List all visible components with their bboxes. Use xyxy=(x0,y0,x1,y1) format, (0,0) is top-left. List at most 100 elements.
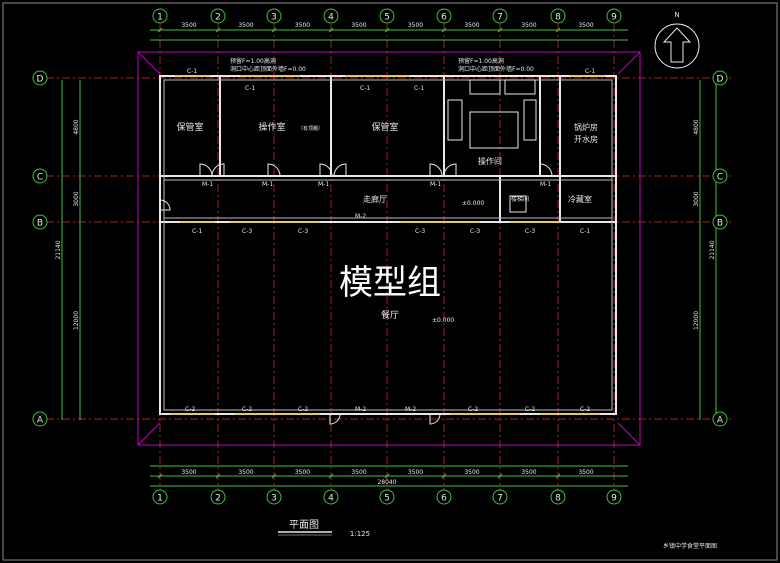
axis-label: A xyxy=(717,416,724,426)
dimension-tick xyxy=(497,27,503,33)
dimension-value: 3500 xyxy=(408,22,423,29)
axis-bubble xyxy=(492,489,508,505)
axis-label: 9 xyxy=(611,13,617,23)
dimension-tick xyxy=(271,473,277,479)
axis-bubble xyxy=(712,168,728,184)
dimension-value: 21140 xyxy=(709,240,716,259)
dimension-tick xyxy=(555,473,561,479)
axis-bubble xyxy=(210,8,226,24)
axis-bubble xyxy=(323,489,339,505)
dimension-tick xyxy=(555,27,561,33)
door-label: M-1 xyxy=(540,181,551,188)
window-label: C-1 xyxy=(585,68,595,75)
window-label: C-1 xyxy=(245,85,255,92)
note-label: 洞口中心距顶面外墙F=0.00 xyxy=(458,65,534,73)
axis-label: 5 xyxy=(384,13,390,23)
dimension-value: 3500 xyxy=(521,469,536,476)
dimension-tick xyxy=(384,473,390,479)
window-label: C-1 xyxy=(187,68,197,75)
axis-bubble xyxy=(492,8,508,24)
note-label: 洞口中心距顶面外墙F=0.00 xyxy=(230,65,306,73)
door-label: M-1 xyxy=(430,181,441,188)
axis-label: 8 xyxy=(555,13,561,23)
axis-label: D xyxy=(717,75,724,85)
dimension-value: 12000 xyxy=(693,311,700,330)
axis-label: B xyxy=(717,219,723,229)
axis-bubble xyxy=(266,8,282,24)
axis-label: 2 xyxy=(215,494,221,504)
axis-label: 3 xyxy=(271,13,277,23)
window-label: C-2 xyxy=(525,406,535,413)
axis-label: 5 xyxy=(384,494,390,504)
axis-label: B xyxy=(37,219,43,229)
axis-label: 8 xyxy=(555,494,561,504)
door-label: M-1 xyxy=(318,181,329,188)
dimension-tick xyxy=(441,473,447,479)
roof-hip xyxy=(617,51,641,75)
axis-bubble xyxy=(152,8,168,24)
axis-bubble xyxy=(32,214,48,230)
axis-bubble xyxy=(266,489,282,505)
dimension-tick xyxy=(384,27,390,33)
dimension-value: 3500 xyxy=(238,22,253,29)
dimension-value: 3500 xyxy=(295,22,310,29)
room-label-storage-2: 保管室 xyxy=(371,121,398,133)
room-label-store: 冷藏室 xyxy=(568,194,592,204)
axis-grid xyxy=(46,24,732,492)
dimension-value: 3500 xyxy=(464,469,479,476)
roof-hip xyxy=(137,51,161,75)
axis-bubble xyxy=(379,489,395,505)
axis-label: 3 xyxy=(271,494,277,504)
axis-label: 7 xyxy=(497,494,503,504)
axis-label: 9 xyxy=(611,494,617,504)
kitchen-equipment xyxy=(447,79,537,213)
dimension-tick xyxy=(215,473,221,479)
window-label: C-3 xyxy=(415,228,425,235)
dimension-tick xyxy=(328,473,334,479)
door-label: M-2 xyxy=(355,213,366,220)
elevation-label: ±0.000 xyxy=(432,317,454,324)
dimension-value: 3500 xyxy=(464,22,479,29)
axis-label: 4 xyxy=(328,494,334,504)
axis-label: 6 xyxy=(441,494,447,504)
window-label: C-2 xyxy=(242,406,252,413)
axis-bubble xyxy=(606,489,622,505)
dimension-lines xyxy=(61,29,717,487)
dimension-value: 3500 xyxy=(351,22,366,29)
axis-label: 6 xyxy=(441,13,447,23)
dimension-tick xyxy=(157,473,163,479)
walls xyxy=(159,75,617,415)
dimension-value: 3500 xyxy=(238,469,253,476)
north-arrow-icon xyxy=(654,23,700,69)
axis-bubble xyxy=(712,214,728,230)
room-label-corridor: 走廊厅 xyxy=(363,194,387,204)
axis-label: A xyxy=(37,416,44,426)
axis-bubble xyxy=(32,168,48,184)
dimension-value: 12000 xyxy=(73,311,80,330)
window-label: C-2 xyxy=(468,406,478,413)
dimension-value: 3500 xyxy=(578,469,593,476)
watermark: 模型组 xyxy=(339,263,441,303)
axis-bubble xyxy=(379,8,395,24)
dimension-tick xyxy=(497,473,503,479)
elevation-label: ±0.000 xyxy=(462,200,484,207)
door-label: M-2 xyxy=(405,406,416,413)
axis-bubble xyxy=(550,8,566,24)
door-label: M-1 xyxy=(202,181,213,188)
door-label: M-2 xyxy=(355,406,366,413)
window-label: C-3 xyxy=(470,228,480,235)
axis-bubble xyxy=(712,70,728,86)
dimension-value: 3000 xyxy=(73,191,80,206)
room-label-storage-1: 保管室 xyxy=(176,121,203,133)
axis-bubble xyxy=(436,489,452,505)
room-label-operation-note: （有顶棚） xyxy=(298,125,323,132)
dimension-tick xyxy=(441,27,447,33)
window-label: C-2 xyxy=(298,406,308,413)
axis-bubble xyxy=(210,489,226,505)
window-label: C-3 xyxy=(525,228,535,235)
axis-label: 1 xyxy=(157,494,163,504)
dimension-text: 3500350035003500350035003500350035003500… xyxy=(55,22,716,486)
